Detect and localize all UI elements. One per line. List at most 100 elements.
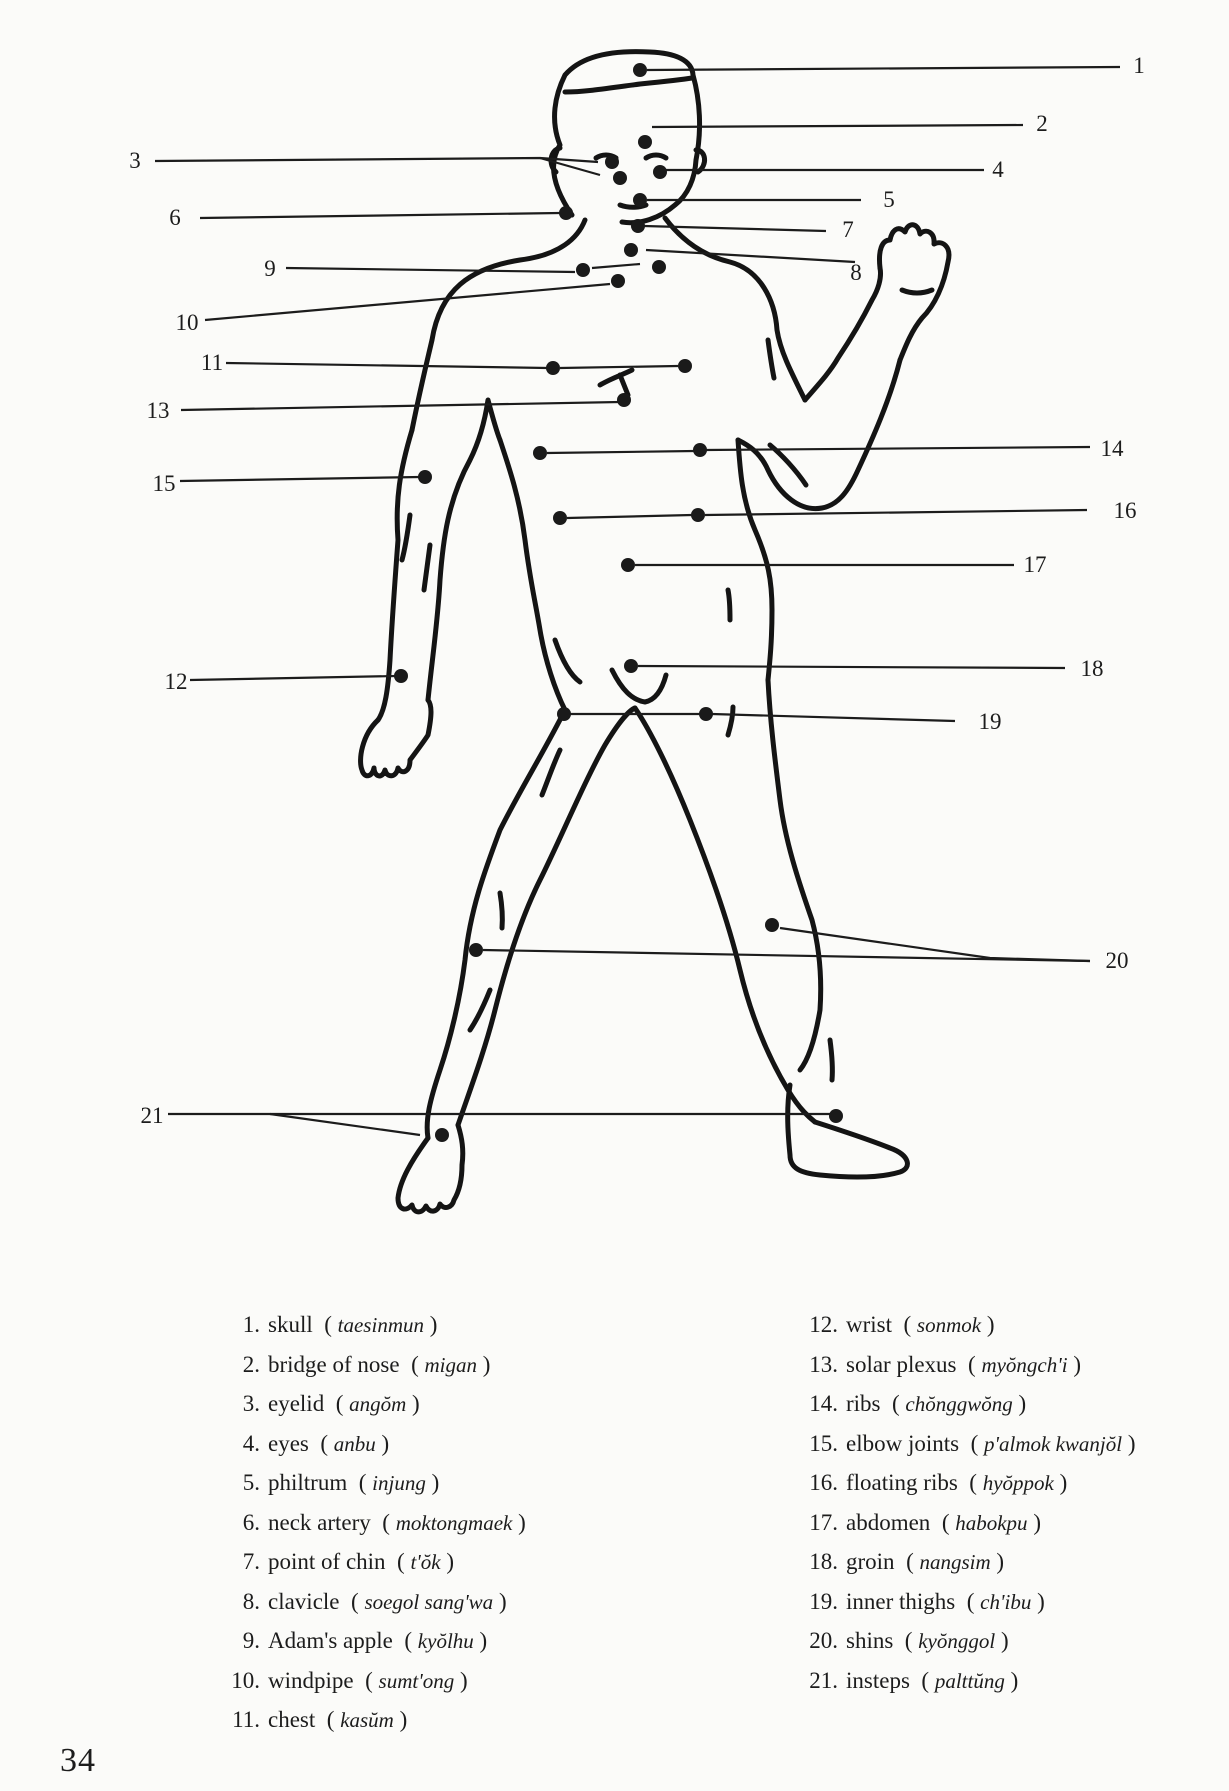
legend-open-paren: (: [880, 1391, 906, 1416]
legend-close-paren: ): [512, 1509, 526, 1535]
leader-line: [646, 65, 1121, 72]
right-inner-thigh-mark: [725, 704, 736, 738]
leader-line: [651, 123, 1024, 129]
callout-number-6: 6: [169, 205, 181, 230]
target-point-dot: [653, 165, 667, 179]
callout-number-10: 10: [176, 310, 199, 335]
callout-number-13: 13: [147, 398, 170, 423]
left-leg-outer: [424, 707, 568, 1141]
legend-number: 1.: [242, 1312, 260, 1337]
legend-korean-term: kyŏlhu: [417, 1629, 474, 1653]
target-point-dot: [557, 707, 571, 721]
legend-term: clavicle: [268, 1588, 340, 1614]
legend-term: eyelid: [268, 1391, 325, 1416]
callout-number-18: 18: [1081, 656, 1104, 681]
target-point-dot: [418, 470, 432, 484]
legend-korean-term: hyŏppok: [982, 1471, 1054, 1495]
legend-item: 7.point of chin ( t'ŏk ): [222, 1542, 526, 1582]
legend-item: 1.skull ( taesinmun ): [222, 1305, 526, 1345]
legend-number: 20.: [809, 1628, 838, 1653]
right-palm-line: [899, 287, 935, 296]
right-arm-outer: [802, 265, 883, 403]
legend-close-paren: ): [995, 1628, 1009, 1653]
target-point-dot: [693, 443, 707, 457]
legend-open-paren: (: [930, 1509, 956, 1535]
body-outline: [358, 49, 952, 1215]
left-foot: [395, 1122, 466, 1215]
target-point-dot: [699, 707, 713, 721]
legend-open-paren: (: [324, 1391, 350, 1416]
target-point-dot: [553, 511, 567, 525]
legend-item: 19.inner thighs ( ch'ibu ): [800, 1582, 1136, 1622]
target-point-dot: [691, 508, 705, 522]
callout-number-21: 21: [141, 1103, 164, 1128]
legend-right-column: 12.wrist ( sonmok )13.solar plexus ( myŏ…: [800, 1305, 1136, 1701]
left-arm-inner: [425, 397, 503, 703]
legend-term: point of chin: [268, 1549, 386, 1574]
legend-number: 9.: [242, 1628, 260, 1653]
legend-korean-term: sumt'ong: [378, 1668, 455, 1693]
legend-item: 21.insteps ( palttŭng ): [800, 1661, 1136, 1701]
legend-number: 13.: [809, 1351, 838, 1377]
legend-korean-term: myŏngch'i: [981, 1352, 1068, 1377]
page-number: 34: [60, 1742, 96, 1779]
legend-item: 9. Adam's apple ( kyŏlhu ): [222, 1621, 526, 1661]
legend-number: 7.: [242, 1549, 260, 1574]
legend-close-paren: ): [1031, 1588, 1045, 1614]
legend-number: 5.: [242, 1470, 260, 1495]
legend-term: ribs: [846, 1391, 881, 1416]
callout-number-14: 14: [1101, 436, 1125, 461]
legend-term: elbow joints: [846, 1430, 960, 1456]
leader-line: [779, 926, 1091, 963]
legend-term: bridge of nose: [268, 1351, 400, 1377]
leader-line: [645, 248, 856, 264]
legend-close-paren: ): [981, 1312, 995, 1337]
callout-number-20: 20: [1106, 948, 1129, 973]
legend-item: 14.ribs ( chŏnggwŏng ): [800, 1384, 1136, 1424]
legend-item: 6.neck artery ( moktongmaek ): [222, 1503, 526, 1543]
legend-term: groin: [846, 1549, 895, 1574]
legend-korean-term: soegol sang'wa: [364, 1589, 494, 1614]
legend-term: skull: [268, 1312, 313, 1337]
leader-line: [482, 948, 1091, 963]
legend-item: 16.floating ribs ( hyŏppok ): [800, 1463, 1136, 1503]
legend-left-column: 1.skull ( taesinmun )2.bridge of nose ( …: [222, 1305, 526, 1740]
target-point-dot: [633, 63, 647, 77]
right-hand: [877, 222, 952, 363]
legend-number: 11.: [232, 1707, 260, 1732]
target-point-dot: [624, 243, 638, 257]
legend-korean-term: p'almok kwanjŏl: [984, 1431, 1123, 1456]
target-point-dot: [576, 263, 590, 277]
callout-number-11: 11: [201, 350, 223, 375]
legend-korean-term: t'ŏk: [410, 1550, 441, 1574]
legend-open-paren: (: [399, 1351, 425, 1377]
leader-line: [559, 364, 679, 370]
legend-open-paren: (: [347, 1470, 373, 1495]
legend-open-paren: (: [392, 1628, 418, 1653]
legend-close-paren: ): [1004, 1667, 1019, 1693]
right-hip-line: [725, 587, 733, 623]
pelvis-left-line: [552, 637, 583, 685]
head-outline: [551, 49, 703, 226]
legend-term: solar plexus: [846, 1351, 957, 1377]
leader-line: [154, 156, 599, 164]
legend-term: Adam's apple: [268, 1628, 393, 1653]
right-leg-outer: [765, 677, 824, 1073]
legend-open-paren: (: [909, 1667, 935, 1693]
legend-open-paren: (: [308, 1430, 334, 1456]
legend-term: chest: [268, 1707, 316, 1732]
legend-item: 15.elbow joints ( p'almok kwanjŏl ): [800, 1424, 1135, 1464]
legend-korean-term: anbu: [333, 1431, 376, 1456]
legend-close-paren: ): [406, 1391, 420, 1416]
callout-number-8: 8: [850, 260, 862, 285]
callout-number-15: 15: [153, 471, 176, 496]
target-point-dot: [435, 1128, 449, 1142]
legend-close-paren: ): [473, 1628, 488, 1653]
right-neck-shoulder: [662, 215, 808, 403]
leader-line: [189, 674, 397, 682]
legend-term: inner thighs: [846, 1588, 956, 1614]
target-point-dot: [559, 206, 573, 220]
legend-close-paren: ): [1067, 1351, 1081, 1377]
target-point-dot: [624, 659, 638, 673]
legend-close-paren: ): [454, 1667, 468, 1693]
